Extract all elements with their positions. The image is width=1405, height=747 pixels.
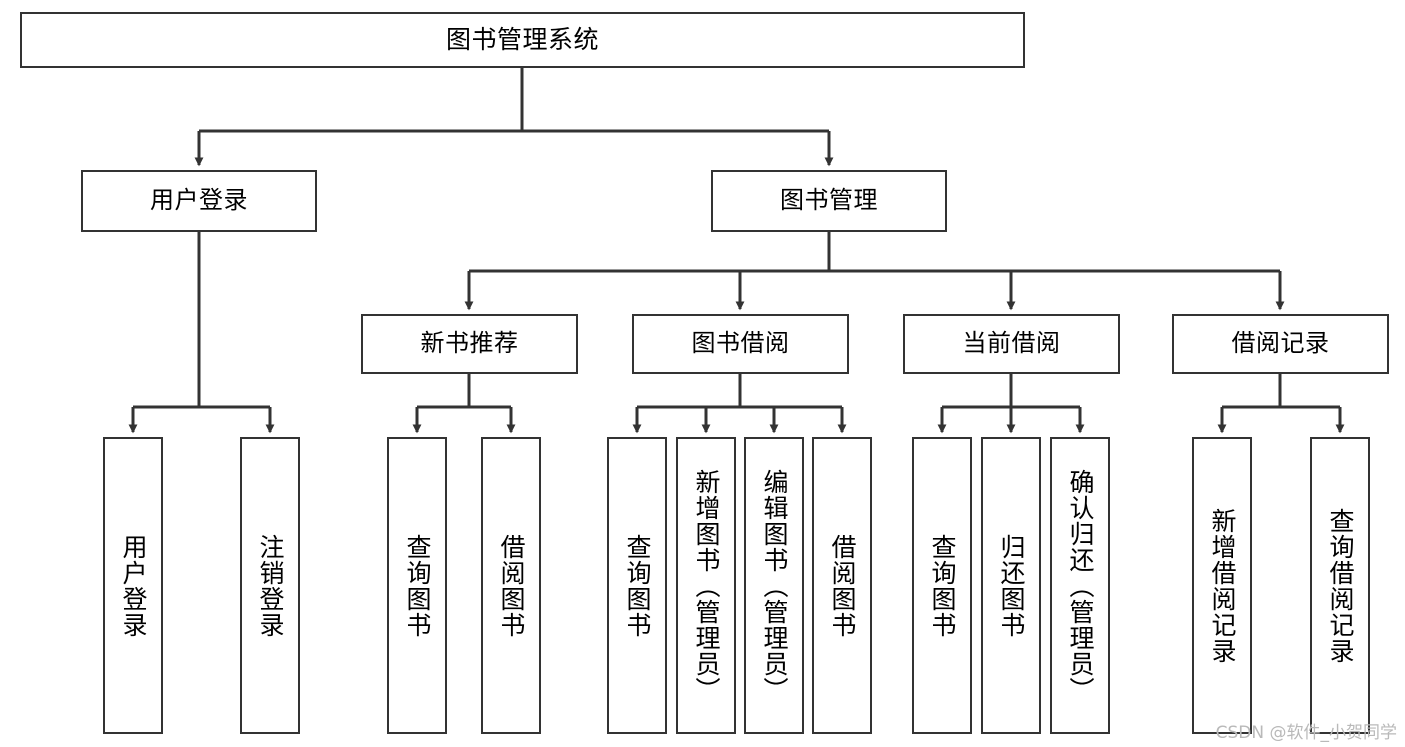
- node-user-login[interactable]: 用户登录: [81, 170, 317, 232]
- leaf-new-book-query[interactable]: 查询图书: [387, 437, 447, 734]
- leaf-current-borrow-confirm-return-label: 确认归还（管理员）: [1066, 468, 1095, 703]
- node-book-management-label: 图书管理: [780, 186, 878, 215]
- leaf-new-book-query-label: 查询图书: [403, 533, 432, 638]
- leaf-user-login-login[interactable]: 用户登录: [103, 437, 163, 734]
- node-current-borrow[interactable]: 当前借阅: [903, 314, 1120, 374]
- leaf-user-login-logout[interactable]: 注销登录: [240, 437, 300, 734]
- leaf-book-borrow-borrow-label: 借阅图书: [828, 533, 857, 638]
- leaf-current-borrow-return[interactable]: 归还图书: [981, 437, 1041, 734]
- leaf-current-borrow-query[interactable]: 查询图书: [912, 437, 972, 734]
- leaf-user-login-login-label: 用户登录: [119, 533, 148, 638]
- leaf-borrow-record-query[interactable]: 查询借阅记录: [1310, 437, 1370, 734]
- leaf-current-borrow-query-label: 查询图书: [928, 533, 957, 638]
- leaf-current-borrow-confirm-return[interactable]: 确认归还（管理员）: [1050, 437, 1110, 734]
- leaf-book-borrow-query[interactable]: 查询图书: [607, 437, 667, 734]
- leaf-book-borrow-add-label: 新增图书（管理员）: [692, 468, 721, 703]
- leaf-borrow-record-query-label: 查询借阅记录: [1326, 507, 1355, 664]
- leaf-borrow-record-add-label: 新增借阅记录: [1208, 507, 1237, 664]
- node-user-login-label: 用户登录: [150, 186, 248, 215]
- node-new-book-recommend-label: 新书推荐: [420, 329, 519, 358]
- leaf-new-book-borrow[interactable]: 借阅图书: [481, 437, 541, 734]
- node-book-management[interactable]: 图书管理: [711, 170, 947, 232]
- csdn-watermark: CSDN @软件_小贺同学: [1215, 723, 1397, 743]
- node-root-system-label: 图书管理系统: [445, 24, 599, 54]
- leaf-user-login-logout-label: 注销登录: [256, 533, 285, 638]
- leaf-book-borrow-edit-label: 编辑图书（管理员）: [760, 468, 789, 703]
- leaf-current-borrow-return-label: 归还图书: [997, 533, 1026, 638]
- leaf-borrow-record-add[interactable]: 新增借阅记录: [1192, 437, 1252, 734]
- node-book-borrow[interactable]: 图书借阅: [632, 314, 849, 374]
- leaf-book-borrow-query-label: 查询图书: [623, 533, 652, 638]
- leaf-book-borrow-edit[interactable]: 编辑图书（管理员）: [744, 437, 804, 734]
- leaf-book-borrow-add[interactable]: 新增图书（管理员）: [676, 437, 736, 734]
- node-root-system[interactable]: 图书管理系统: [20, 12, 1025, 68]
- node-book-borrow-label: 图书借阅: [691, 329, 790, 358]
- leaf-new-book-borrow-label: 借阅图书: [497, 533, 526, 638]
- node-new-book-recommend[interactable]: 新书推荐: [361, 314, 578, 374]
- node-borrow-record-label: 借阅记录: [1231, 329, 1330, 358]
- node-borrow-record[interactable]: 借阅记录: [1172, 314, 1389, 374]
- node-current-borrow-label: 当前借阅: [962, 329, 1061, 358]
- leaf-book-borrow-borrow[interactable]: 借阅图书: [812, 437, 872, 734]
